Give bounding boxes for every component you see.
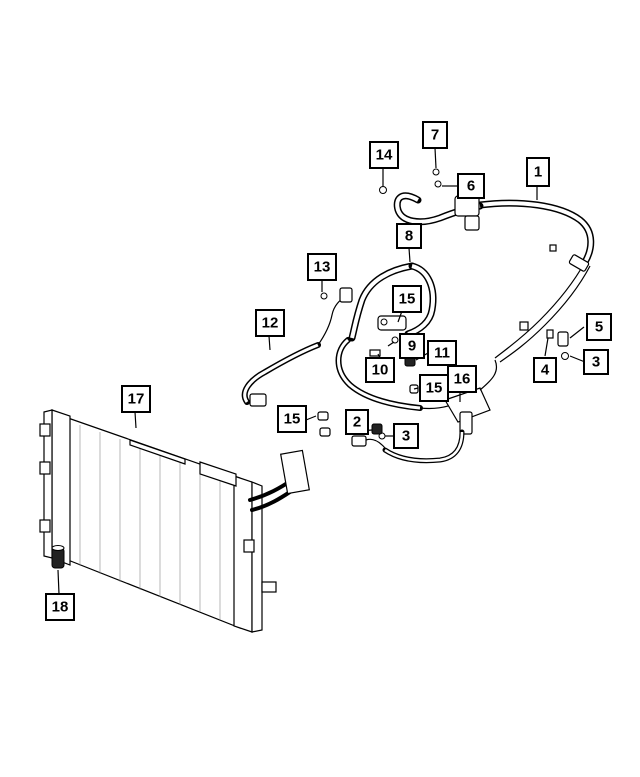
callout-6: 6 [457, 173, 485, 199]
callout-12-label: 12 [262, 315, 279, 332]
callout-5-label: 5 [595, 319, 603, 336]
callout-17-label: 17 [128, 391, 145, 408]
callout-14-label: 14 [376, 147, 393, 164]
condenser-drawing [39, 409, 311, 633]
callout-16-label: 16 [454, 371, 471, 388]
callout-15b: 15 [419, 374, 449, 402]
callout-4-label: 4 [541, 362, 550, 379]
callout-8: 8 [396, 223, 422, 249]
callout-18: 18 [45, 593, 75, 621]
hose-8-drawing [335, 262, 437, 411]
callout-15a: 15 [392, 285, 422, 313]
callout-11-label: 11 [434, 345, 450, 362]
callout-10-label: 10 [372, 362, 389, 379]
callout-9-label: 9 [408, 338, 416, 355]
callout-15c: 15 [277, 405, 307, 433]
callout-5: 5 [586, 313, 612, 341]
callout-15b-label: 15 [426, 380, 443, 397]
callout-3a: 3 [393, 423, 419, 449]
small-hardware [317, 292, 569, 440]
callout-16: 16 [447, 365, 477, 393]
callout-7: 7 [422, 121, 448, 149]
evap-fitting-drawing [351, 359, 498, 464]
callout-8-label: 8 [405, 228, 413, 245]
line-1-drawing [476, 199, 595, 363]
callout-9: 9 [399, 333, 425, 359]
callout-13: 13 [307, 253, 337, 281]
callout-1-label: 1 [534, 164, 542, 181]
callout-15a-label: 15 [399, 291, 416, 308]
callout-4: 4 [533, 357, 557, 383]
hose-12-drawing [241, 287, 353, 407]
callout-17: 17 [121, 385, 151, 413]
callout-3b: 3 [583, 349, 609, 375]
callout-3a-label: 3 [402, 428, 410, 445]
callout-2: 2 [345, 409, 369, 435]
callout-3b-label: 3 [592, 354, 600, 371]
callout-1: 1 [526, 157, 550, 187]
callout-6-label: 6 [467, 178, 475, 195]
callout-2-label: 2 [353, 414, 361, 431]
callout-11: 11 [427, 340, 457, 366]
callout-18-label: 18 [52, 599, 69, 616]
callout-13-label: 13 [314, 259, 331, 276]
callout-12: 12 [255, 309, 285, 337]
callout-10: 10 [365, 357, 395, 383]
callout-14: 14 [369, 141, 399, 169]
callout-7-label: 7 [431, 127, 439, 144]
callout-15c-label: 15 [284, 411, 301, 428]
